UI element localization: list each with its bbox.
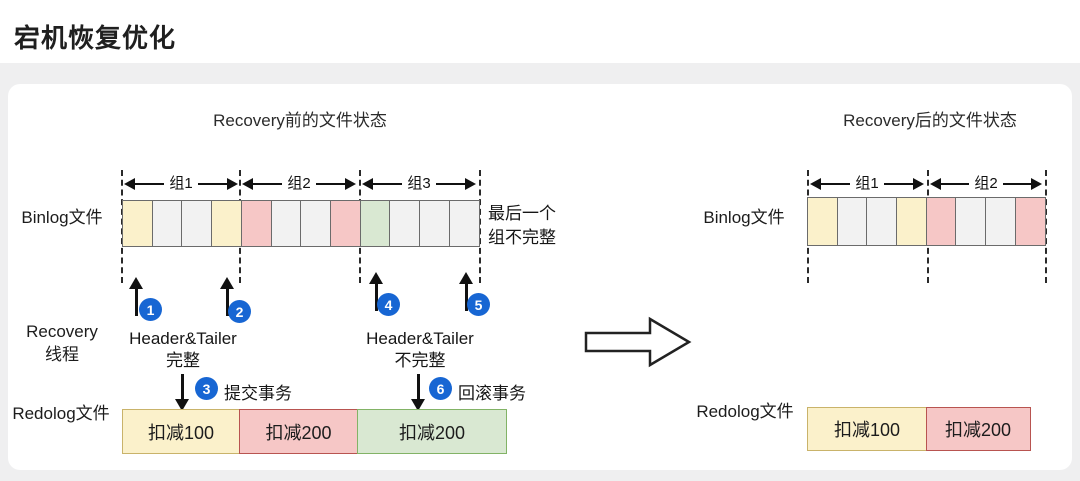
binlog-segment-red	[925, 197, 957, 246]
after-binlog-label: Binlog文件	[703, 208, 785, 227]
group1-span-arrow: 组1	[124, 176, 238, 191]
before-binlog-label: Binlog文件	[21, 208, 103, 227]
arrow-right-icon	[1031, 177, 1042, 190]
step-marker-4: 4	[377, 293, 400, 316]
arrow-right-icon	[913, 177, 924, 190]
group3-span-arrow: 组3	[362, 176, 476, 191]
page-title: 宕机恢复优化	[14, 23, 177, 53]
binlog-segment-gray	[955, 197, 987, 246]
step-marker-5: 5	[467, 293, 490, 316]
redolog-segment: 扣减200	[925, 407, 1031, 451]
binlog-segment-gray	[985, 197, 1017, 246]
after-title: Recovery后的文件状态	[843, 111, 1017, 130]
arrow-right-icon	[465, 177, 476, 190]
group-label: 组3	[407, 175, 431, 192]
scan-arrow-2	[219, 277, 235, 316]
binlog-segment-gray	[151, 200, 183, 247]
after-redolog-label: Redolog文件	[696, 402, 794, 421]
before-redolog-bar: 扣减100 扣减200 扣减200	[122, 409, 507, 454]
binlog-segment-red	[329, 200, 362, 247]
binlog-segment-green	[359, 200, 391, 247]
rollback-arrow	[410, 374, 426, 411]
group-label: 组1	[855, 175, 879, 192]
arrow-right-icon	[227, 177, 238, 190]
redolog-segment: 扣减200	[357, 409, 507, 454]
after-redolog-bar: 扣减100 扣减200	[807, 407, 1031, 451]
arrow-left-icon	[810, 177, 821, 190]
group-label: 组1	[169, 175, 193, 192]
rollback-label: 回滚事务	[458, 384, 526, 403]
arrow-left-icon	[362, 177, 373, 190]
group-boundary-line	[1045, 170, 1047, 283]
binlog-segment-gray	[389, 200, 421, 247]
group2-span-arrow: 组2	[242, 176, 356, 191]
binlog-segment-yellow	[211, 200, 243, 247]
arrow-left-icon	[124, 177, 135, 190]
step-marker-6: 6	[429, 377, 452, 400]
scan-arrow-4	[368, 272, 384, 311]
binlog-segment-red	[1014, 197, 1046, 246]
group-boundary-line	[479, 170, 481, 283]
redolog-segment: 扣减100	[122, 409, 240, 454]
binlog-segment-gray	[270, 200, 302, 247]
incomplete-note: 最后一个 组不完整	[488, 204, 556, 247]
binlog-segment-gray	[181, 200, 213, 247]
group-label: 组2	[287, 175, 311, 192]
step-marker-3: 3	[195, 377, 218, 400]
binlog-segment-yellow	[896, 197, 928, 246]
binlog-segment-gray	[836, 197, 868, 246]
binlog-segment-gray	[419, 200, 451, 247]
redolog-segment: 扣减200	[238, 409, 359, 454]
binlog-segment-gray	[866, 197, 898, 246]
step-marker-2: 2	[228, 300, 251, 323]
before-title: Recovery前的文件状态	[213, 111, 387, 130]
binlog-segment-yellow	[807, 197, 839, 246]
scan-arrow-1	[128, 277, 144, 316]
binlog-segment-yellow	[122, 200, 154, 247]
recovery-thread-label: Recovery 线程	[26, 322, 98, 364]
binlog-segment-gray	[300, 200, 332, 247]
scan-arrow-5	[458, 272, 474, 311]
group-label: 组2	[974, 175, 998, 192]
commit-label: 提交事务	[224, 384, 292, 403]
header-tailer-complete: Header&Tailer 完整	[129, 329, 237, 371]
commit-arrow	[174, 374, 190, 411]
arrow-right-icon	[345, 177, 356, 190]
before-binlog-bar	[122, 200, 480, 247]
before-redolog-label: Redolog文件	[12, 404, 110, 423]
step-marker-1: 1	[139, 298, 162, 321]
redolog-segment: 扣减100	[807, 407, 927, 451]
header-tailer-incomplete: Header&Tailer 不完整	[366, 329, 474, 371]
after-group1-span-arrow: 组1	[810, 176, 924, 191]
binlog-segment-gray	[448, 200, 480, 247]
after-group2-span-arrow: 组2	[930, 176, 1042, 191]
arrow-left-icon	[242, 177, 253, 190]
recovery-transition-arrow	[584, 316, 692, 368]
arrow-left-icon	[930, 177, 941, 190]
binlog-segment-red	[240, 200, 273, 247]
after-binlog-bar	[807, 197, 1046, 246]
